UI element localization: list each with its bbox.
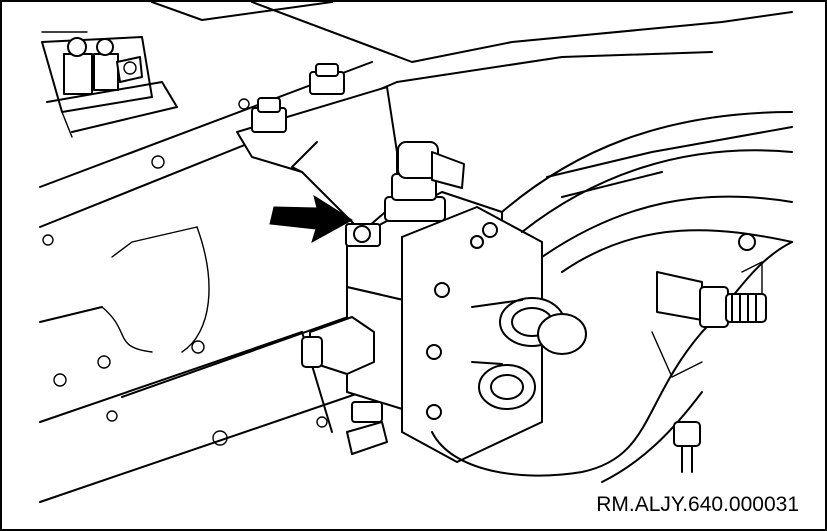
indicated-bolt	[345, 223, 381, 247]
figure-reference-code: RM.ALJY.640.000031	[594, 493, 801, 516]
mounting-bracket	[236, 63, 398, 233]
upper-left-linkage	[41, 31, 178, 138]
arrow-right-icon	[269, 194, 353, 244]
air-lines	[431, 111, 793, 483]
valve-block	[301, 141, 587, 463]
pipe-coupling	[656, 233, 767, 473]
